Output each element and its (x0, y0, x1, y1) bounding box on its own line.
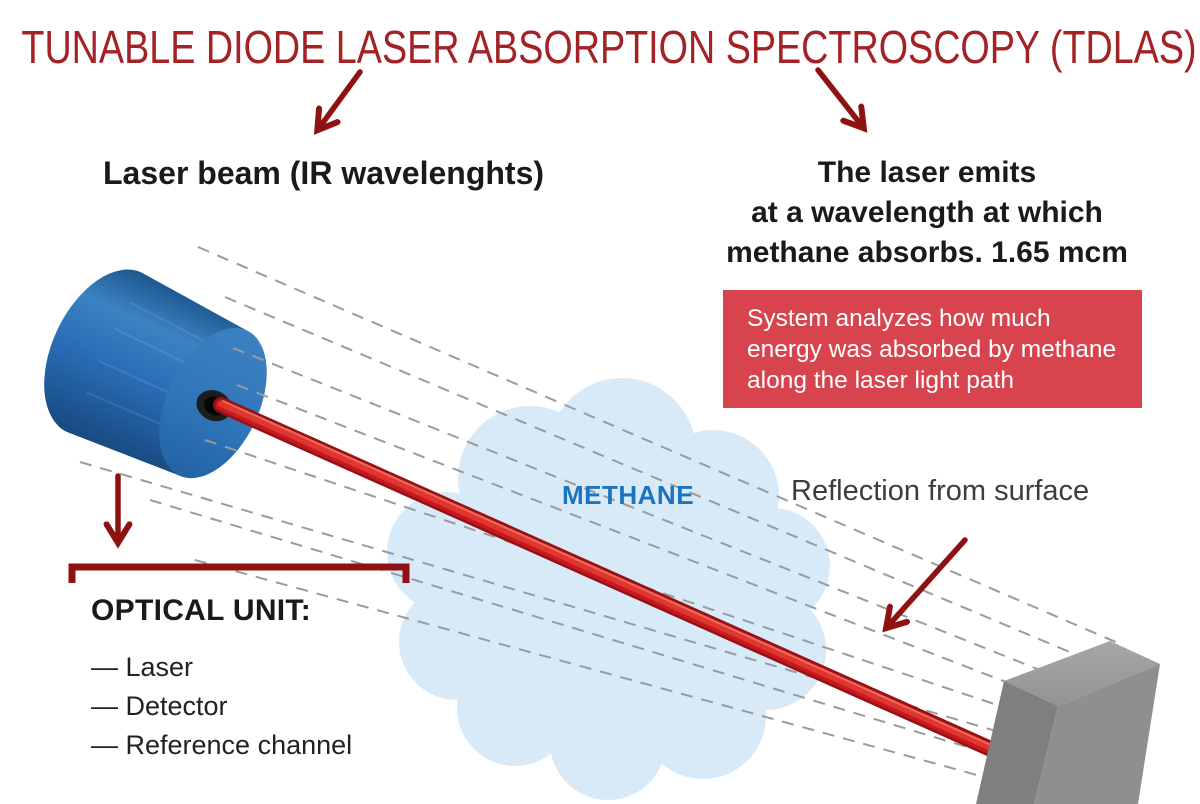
reflection-label: Reflection from surface (791, 475, 1090, 507)
system-analysis-callout: System analyzes how much energy was abso… (723, 290, 1142, 408)
methane-label: METHANE (562, 480, 695, 510)
optical-unit-bracket (68, 563, 410, 583)
surface-block (976, 641, 1160, 804)
optical-unit-item-detector: — Detector (91, 691, 228, 721)
laser-emits-line2: at a wavelength at which (751, 196, 1103, 229)
laser-beam-heading: Laser beam (IR wavelenghts) (103, 155, 545, 191)
system-analysis-line1: System analyzes how much (747, 305, 1051, 332)
laser-beam (213, 397, 1010, 762)
system-analysis-line3: along the laser light path (747, 367, 1014, 394)
optical-unit-item-reference: — Reference channel (91, 730, 353, 760)
laser-cylinder (44, 269, 267, 479)
laser-emits-heading: The laser emits at a wavelength at which… (726, 153, 1128, 273)
optical-unit-item-laser: — Laser (91, 652, 194, 682)
laser-emits-line3: methane absorbs. 1.65 mcm (726, 236, 1128, 269)
arrow-reflection-icon (888, 537, 968, 626)
laser-emits-line1: The laser emits (817, 156, 1037, 189)
optical-unit-heading: OPTICAL UNIT: (91, 594, 312, 627)
page-title: TUNABLE DIODE LASER ABSORPTION SPECTROSC… (21, 21, 1197, 73)
optical-unit-list: — Laser — Detector — Reference channel (91, 648, 352, 765)
arrow-down-right-icon (815, 67, 862, 126)
system-analysis-line2: energy was absorbed by methane (747, 336, 1117, 363)
methane-cloud (387, 378, 830, 800)
arrow-down-left-icon (319, 69, 363, 128)
